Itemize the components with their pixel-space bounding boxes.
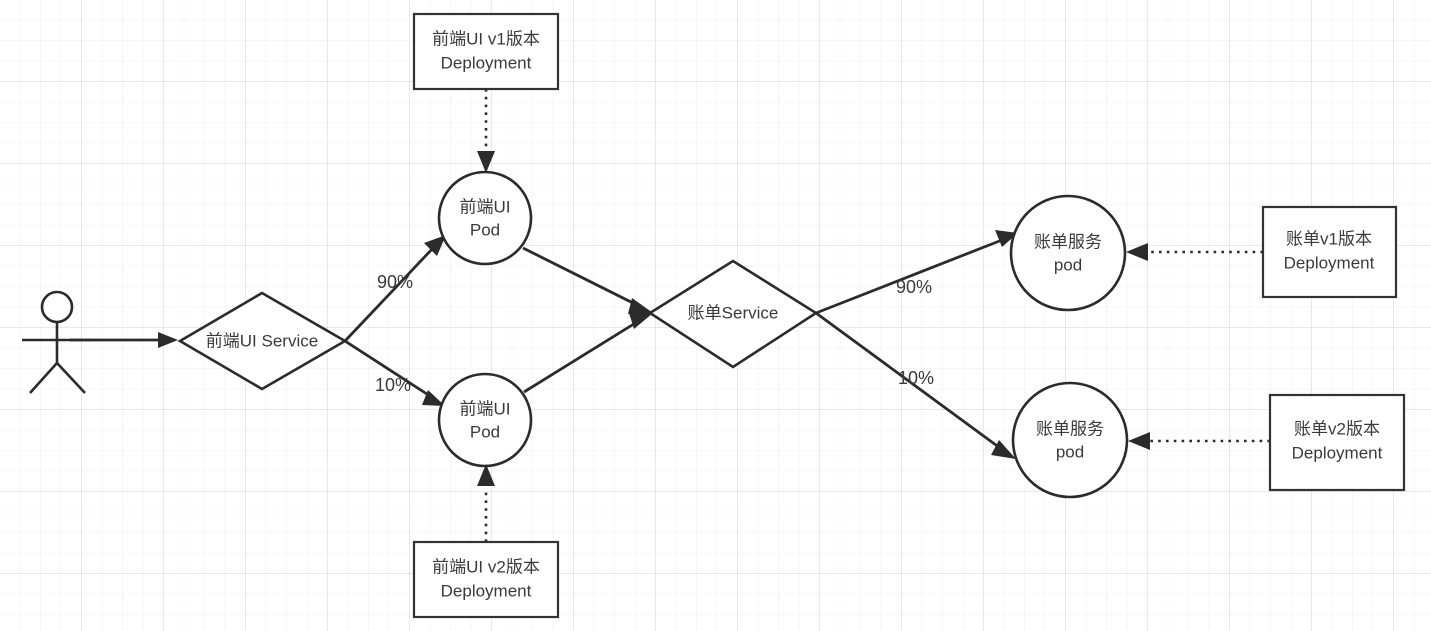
arrow-head-icon <box>629 313 653 329</box>
box-shape <box>412 12 560 91</box>
circle-shape <box>437 372 533 468</box>
node-billing-pod-v2[interactable]: 账单服务 pod <box>1011 381 1129 499</box>
edge-line <box>523 320 638 394</box>
node-frontend-deployment-v1[interactable]: 前端UI v1版本 Deployment <box>412 12 560 91</box>
edge-billing-deployment-v1-to-pod <box>1126 243 1263 261</box>
edge-line <box>815 238 1003 315</box>
edge-line <box>344 339 431 398</box>
box-shape <box>412 540 560 619</box>
node-billing-deployment-v1-label-line2: Deployment <box>1284 253 1375 272</box>
node-billing-service-label: 账单Service <box>688 303 779 322</box>
node-frontend-deployment-v2-label-line1: 前端UI v2版本 <box>432 557 540 576</box>
edge-frontend-service-to-pod-v2: 10% <box>344 339 445 406</box>
edge-label-frontend-90: 90% <box>377 272 413 292</box>
edge-line <box>343 246 436 342</box>
actor-left-leg-icon <box>29 362 58 394</box>
node-frontend-ui-service-label: 前端UI Service <box>206 331 318 350</box>
arrow-head-icon <box>628 298 653 314</box>
circle-shape <box>437 170 533 266</box>
node-frontend-deployment-v1-label-line2: Deployment <box>441 53 532 72</box>
arrow-head-icon <box>477 464 495 486</box>
arrow-head-icon <box>991 440 1016 459</box>
edge-billing-deployment-v2-to-pod <box>1128 432 1270 450</box>
edge-actor-to-frontend-service <box>70 332 178 348</box>
node-billing-deployment-v2-label-line2: Deployment <box>1292 443 1383 462</box>
box-shape <box>1268 393 1406 492</box>
node-billing-pod-v2-label-line2: pod <box>1056 442 1084 461</box>
node-frontend-ui-pod-v2-label-line2: Pod <box>470 422 500 441</box>
node-billing-pod-v1-label-line2: pod <box>1054 255 1082 274</box>
node-frontend-ui-pod-v1-label-line1: 前端UI <box>460 197 511 216</box>
node-billing-deployment-v1[interactable]: 账单v1版本 Deployment <box>1261 205 1398 299</box>
arrow-head-icon <box>158 332 178 348</box>
arrow-head-icon <box>422 390 445 406</box>
circle-shape <box>1009 194 1127 312</box>
edge-line <box>522 246 638 307</box>
node-frontend-ui-pod-v2[interactable]: 前端UI Pod <box>437 372 533 468</box>
node-frontend-deployment-v1-label-line1: 前端UI v1版本 <box>432 29 540 48</box>
arrow-head-icon <box>424 235 446 256</box>
edge-label-frontend-10: 10% <box>375 375 411 395</box>
node-frontend-ui-pod-v1-label-line2: Pod <box>470 220 500 239</box>
arrow-head-icon <box>1128 432 1150 450</box>
edge-frontend-pod-v2-to-billing-service <box>523 313 653 394</box>
edge-label-billing-10: 10% <box>898 368 934 388</box>
node-frontend-deployment-v2[interactable]: 前端UI v2版本 Deployment <box>412 540 560 619</box>
circle-shape <box>1011 381 1129 499</box>
edge-frontend-deployment-v1-to-pod <box>477 89 495 173</box>
edge-billing-service-to-pod-v1: 90% <box>815 230 1018 315</box>
user-actor <box>22 290 92 394</box>
node-billing-deployment-v2-label-line1: 账单v2版本 <box>1294 419 1380 438</box>
edge-billing-service-to-pod-v2: 10% <box>815 311 1016 459</box>
node-billing-pod-v1-label-line1: 账单服务 <box>1034 232 1102 251</box>
edge-line <box>815 311 1001 450</box>
node-frontend-deployment-v2-label-line2: Deployment <box>441 581 532 600</box>
actor-right-leg-icon <box>56 362 86 394</box>
node-billing-pod-v2-label-line1: 账单服务 <box>1036 419 1104 438</box>
node-billing-service[interactable]: 账单Service <box>647 259 819 369</box>
node-frontend-ui-service[interactable]: 前端UI Service <box>177 291 348 391</box>
edge-frontend-service-to-pod-v1: 90% <box>343 235 446 342</box>
node-frontend-ui-pod-v2-label-line1: 前端UI <box>460 399 511 418</box>
node-billing-deployment-v1-label-line1: 账单v1版本 <box>1286 229 1372 248</box>
node-billing-pod-v1[interactable]: 账单服务 pod <box>1009 194 1127 312</box>
arrow-head-icon <box>995 230 1018 247</box>
edge-frontend-pod-v1-to-billing-service <box>522 246 653 314</box>
actor-head-icon <box>40 290 74 324</box>
box-shape <box>1261 205 1398 299</box>
edge-label-billing-90: 90% <box>896 277 932 297</box>
arrow-head-icon <box>1126 243 1148 261</box>
node-frontend-ui-pod-v1[interactable]: 前端UI Pod <box>437 170 533 266</box>
node-billing-deployment-v2[interactable]: 账单v2版本 Deployment <box>1268 393 1406 492</box>
edge-frontend-deployment-v2-to-pod <box>477 464 495 542</box>
arrow-head-icon <box>477 151 495 173</box>
